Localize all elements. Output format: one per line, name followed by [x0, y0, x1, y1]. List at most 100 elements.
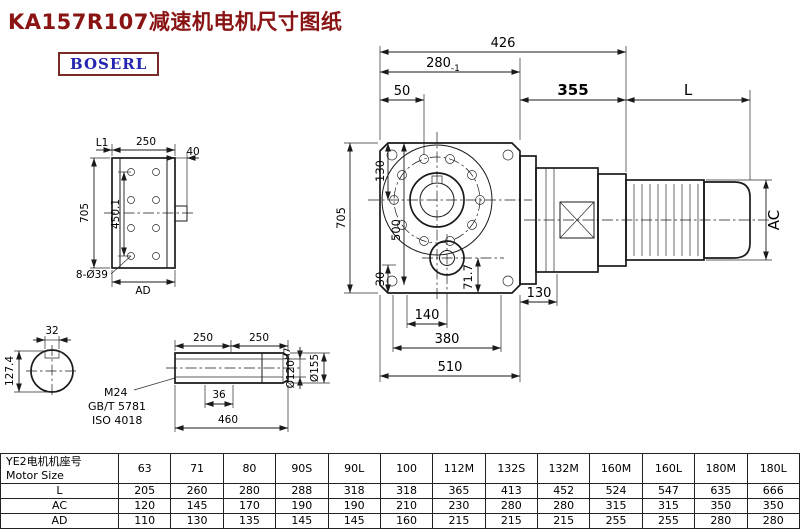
dim-AD: AD: [135, 285, 150, 297]
size-header-cell: 180M: [694, 453, 748, 484]
drawing-canvas: 426 280-1 50 355 L AC 705 130 500 30 71.…: [4, 36, 783, 432]
dim-380: 380: [435, 332, 460, 347]
dim-cell: 365: [432, 483, 486, 499]
dim-705: 705: [334, 207, 348, 229]
dim-cell: 135: [222, 513, 277, 529]
size-header-cell: 100: [379, 453, 434, 484]
dim-127-4: 127.4: [4, 356, 16, 386]
dim-cell: 452: [536, 483, 591, 499]
dim-36: 36: [212, 389, 226, 401]
dim-AC: AC: [765, 210, 783, 230]
dim-cell: 110: [117, 513, 172, 529]
dim-cell: 280: [222, 483, 277, 499]
size-header-cell: 160L: [641, 453, 696, 484]
dim-cell: 666: [746, 483, 800, 499]
dim-510: 510: [438, 360, 463, 375]
size-header-cell: 132S: [484, 453, 539, 484]
dim-250-a: 250: [193, 332, 213, 344]
row-label: L: [0, 483, 119, 499]
dim-cell: 145: [327, 513, 381, 529]
dim-cell: 350: [746, 498, 800, 514]
dim-cell: 190: [327, 498, 381, 514]
brand-logo: BOSERL: [58, 52, 160, 76]
dim-71-7: 71.7: [461, 264, 475, 290]
dim-cell: 230: [432, 498, 486, 514]
dim-cell: 524: [589, 483, 643, 499]
dim-450-1: 450.1: [110, 199, 122, 229]
shaft-side-view: [133, 352, 300, 391]
gearbox-front-view: [368, 132, 532, 302]
size-header-cell: 90S: [275, 453, 329, 484]
motor-size-table: YE2电机机座号 Motor Size 63 71 80 90S 90L 100…: [0, 453, 800, 529]
dim-460: 460: [218, 414, 238, 426]
shaft-end-view: [26, 345, 78, 397]
dim-cell: 255: [589, 513, 643, 529]
dim-outer-155: Ø155: [309, 354, 321, 382]
dim-cell: 547: [641, 483, 696, 499]
label-thread-m24: M24: [104, 386, 128, 399]
motor-side-view: [519, 155, 772, 285]
gearbox-side-view: [104, 157, 196, 269]
dim-L: L: [684, 81, 693, 99]
row-label: AC: [0, 498, 119, 514]
dim-cell: 255: [641, 513, 696, 529]
dim-250-side: 250: [136, 136, 156, 148]
motor-size-header: YE2电机机座号 Motor Size: [0, 453, 119, 484]
size-header-cell: 71: [170, 453, 224, 484]
row-label: AD: [0, 513, 119, 529]
dim-cell: 318: [379, 483, 434, 499]
dim-cell: 215: [484, 513, 539, 529]
dim-355: 355: [557, 81, 588, 99]
dim-cell: 120: [117, 498, 172, 514]
dim-130-horizontal: 130: [527, 286, 552, 301]
dim-cell: 145: [170, 498, 224, 514]
dim-705-side: 705: [79, 203, 91, 223]
dim-cell: 215: [432, 513, 486, 529]
dim-cell: 160: [379, 513, 434, 529]
dim-cell: 635: [694, 483, 748, 499]
dim-130-vertical: 130: [373, 160, 387, 182]
dim-cell: 130: [170, 513, 224, 529]
dim-cell: 280: [694, 513, 748, 529]
dim-40: 40: [186, 146, 199, 158]
label-standard-gbt: GB/T 5781: [88, 400, 146, 413]
dim-50: 50: [394, 84, 411, 99]
header-en: Motor Size: [6, 468, 64, 482]
dim-280: 280-1: [426, 56, 460, 74]
dim-cell: 315: [589, 498, 643, 514]
dim-cell: 170: [222, 498, 277, 514]
dim-cell: 280: [746, 513, 800, 529]
size-header-cell: 132M: [536, 453, 591, 484]
dim-cell: 318: [327, 483, 381, 499]
dim-cell: 288: [275, 483, 329, 499]
dim-cell: 260: [170, 483, 224, 499]
size-header-cell: 80: [222, 453, 277, 484]
size-header-cell: 160M: [589, 453, 643, 484]
dim-cell: 280: [536, 498, 591, 514]
dim-cell: 280: [484, 498, 539, 514]
dim-250-b: 250: [249, 332, 269, 344]
dimension-lines: [14, 46, 772, 432]
label-standard-iso: ISO 4018: [92, 414, 142, 427]
table-row-AC: AC 120 145 170 190 190 210 230 280 280 3…: [0, 498, 800, 514]
dim-cell: 413: [484, 483, 539, 499]
dim-L1: L1: [96, 137, 109, 149]
dim-cell: 215: [536, 513, 591, 529]
header-cn: YE2电机机座号: [6, 454, 82, 468]
dim-426: 426: [491, 36, 516, 51]
dim-cell: 350: [694, 498, 748, 514]
dimension-labels: 426 280-1 50 355 L AC 705 130 500 30 71.…: [4, 36, 783, 427]
size-header-cell: 90L: [327, 453, 381, 484]
dim-cell: 145: [275, 513, 329, 529]
dim-cell: 205: [117, 483, 172, 499]
size-header-cell: 112M: [432, 453, 486, 484]
dim-500: 500: [389, 219, 403, 241]
dim-140: 140: [415, 308, 440, 323]
table-row-L: L 205 260 280 288 318 318 365 413 452 52…: [0, 483, 800, 499]
dim-8-holes: 8-Ø39: [76, 269, 108, 281]
size-header-cell: 63: [117, 453, 172, 484]
dim-32: 32: [45, 325, 58, 337]
dim-cell: 315: [641, 498, 696, 514]
size-header-cell: 180L: [746, 453, 800, 484]
